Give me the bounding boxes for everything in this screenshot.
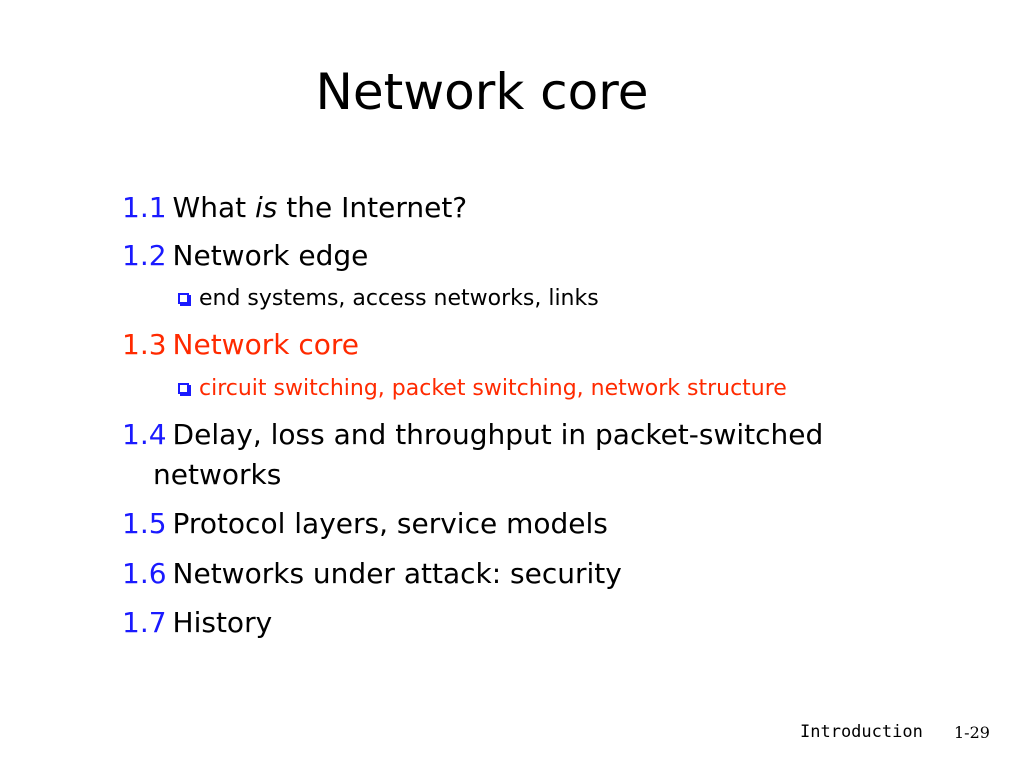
page-number: 1-29	[954, 723, 990, 742]
section-text: History	[172, 606, 273, 639]
toc-item-1-4-continuation: networks	[153, 458, 282, 491]
section-text: Network core	[172, 328, 359, 361]
toc-subitem-1-2: end systems, access networks, links	[178, 284, 599, 314]
section-number: 1.7	[122, 606, 167, 639]
section-text-emphasis: is	[255, 191, 278, 224]
footer-label: Introduction	[800, 722, 923, 742]
subitem-text: end systems, access networks, links	[199, 286, 599, 311]
section-text: Network edge	[172, 239, 369, 272]
subitem-text: circuit switching, packet switching, net…	[199, 376, 787, 401]
section-text-pre: What	[172, 191, 255, 224]
section-number: 1.3	[122, 328, 167, 361]
section-number: 1.6	[122, 557, 167, 590]
section-text: Networks under attack: security	[172, 557, 622, 590]
section-number: 1.2	[122, 239, 167, 272]
hollow-square-bullet-icon	[178, 293, 189, 304]
slide-title: Network core	[0, 52, 1024, 132]
section-number: 1.5	[122, 507, 167, 540]
section-number: 1.4	[122, 418, 167, 451]
hollow-square-bullet-icon	[178, 383, 189, 394]
section-text-post: the Internet?	[277, 191, 468, 224]
section-text: Delay, loss and throughput in packet-swi…	[172, 418, 824, 451]
section-text: Protocol layers, service models	[172, 507, 608, 540]
slide-title-text: Network core	[315, 63, 649, 121]
section-number: 1.1	[122, 191, 167, 224]
toc-subitem-1-3: circuit switching, packet switching, net…	[178, 374, 787, 404]
